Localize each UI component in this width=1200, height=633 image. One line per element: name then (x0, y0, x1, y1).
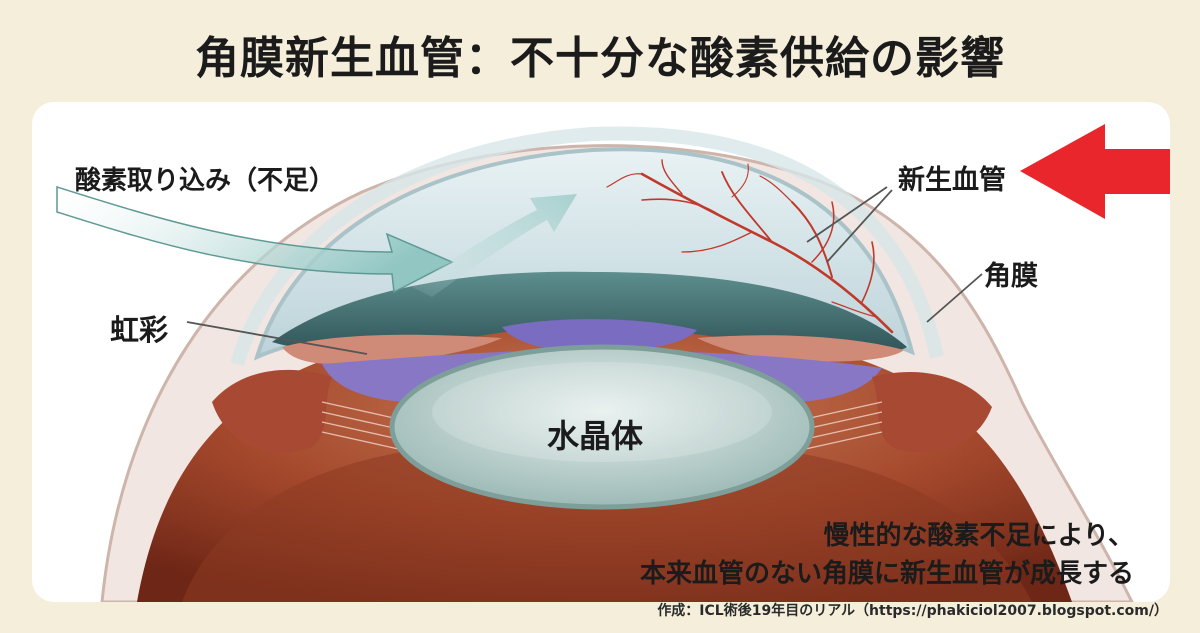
page-title: 角膜新生血管：不十分な酸素供給の影響 (195, 33, 1005, 84)
ciliary-body-left (212, 369, 332, 453)
red-arrow-icon (1020, 124, 1170, 219)
oxygen-flow-arrow-icon (56, 185, 454, 294)
cornea-leader-line (926, 273, 983, 323)
ciliary-body-right (872, 371, 992, 453)
lens-shape (389, 344, 815, 510)
lens-label: 水晶体 (547, 417, 644, 455)
credit-text: 作成：ICL術後19年目のリアル（https://phakiciol2007.b… (657, 603, 1168, 619)
neo-leader-line-2 (826, 189, 893, 263)
neo-leader-line-1 (806, 186, 888, 243)
caption: 慢性的な酸素不足により、 本来血管のない角膜に新生血管が成長する (640, 517, 1134, 593)
caption-line-1: 慢性的な酸素不足により、 (823, 521, 1134, 551)
eye-cross-section (56, 126, 1134, 602)
neovascularization-label: 新生血管 (898, 165, 1006, 196)
caption-line-2: 本来血管のない角膜に新生血管が成長する (639, 559, 1134, 589)
oxygen-intake-label: 酸素取り込み（不足） (75, 166, 336, 196)
diagram-panel: 酸素取り込み（不足） 新生血管 角膜 虹彩 水晶体 慢性的な酸素不足により、 本… (32, 102, 1170, 602)
cornea-label: 角膜 (984, 261, 1038, 292)
neovascular-vessels (606, 159, 894, 334)
iris-label: 虹彩 (110, 313, 169, 347)
iris-leader-line (186, 321, 368, 355)
